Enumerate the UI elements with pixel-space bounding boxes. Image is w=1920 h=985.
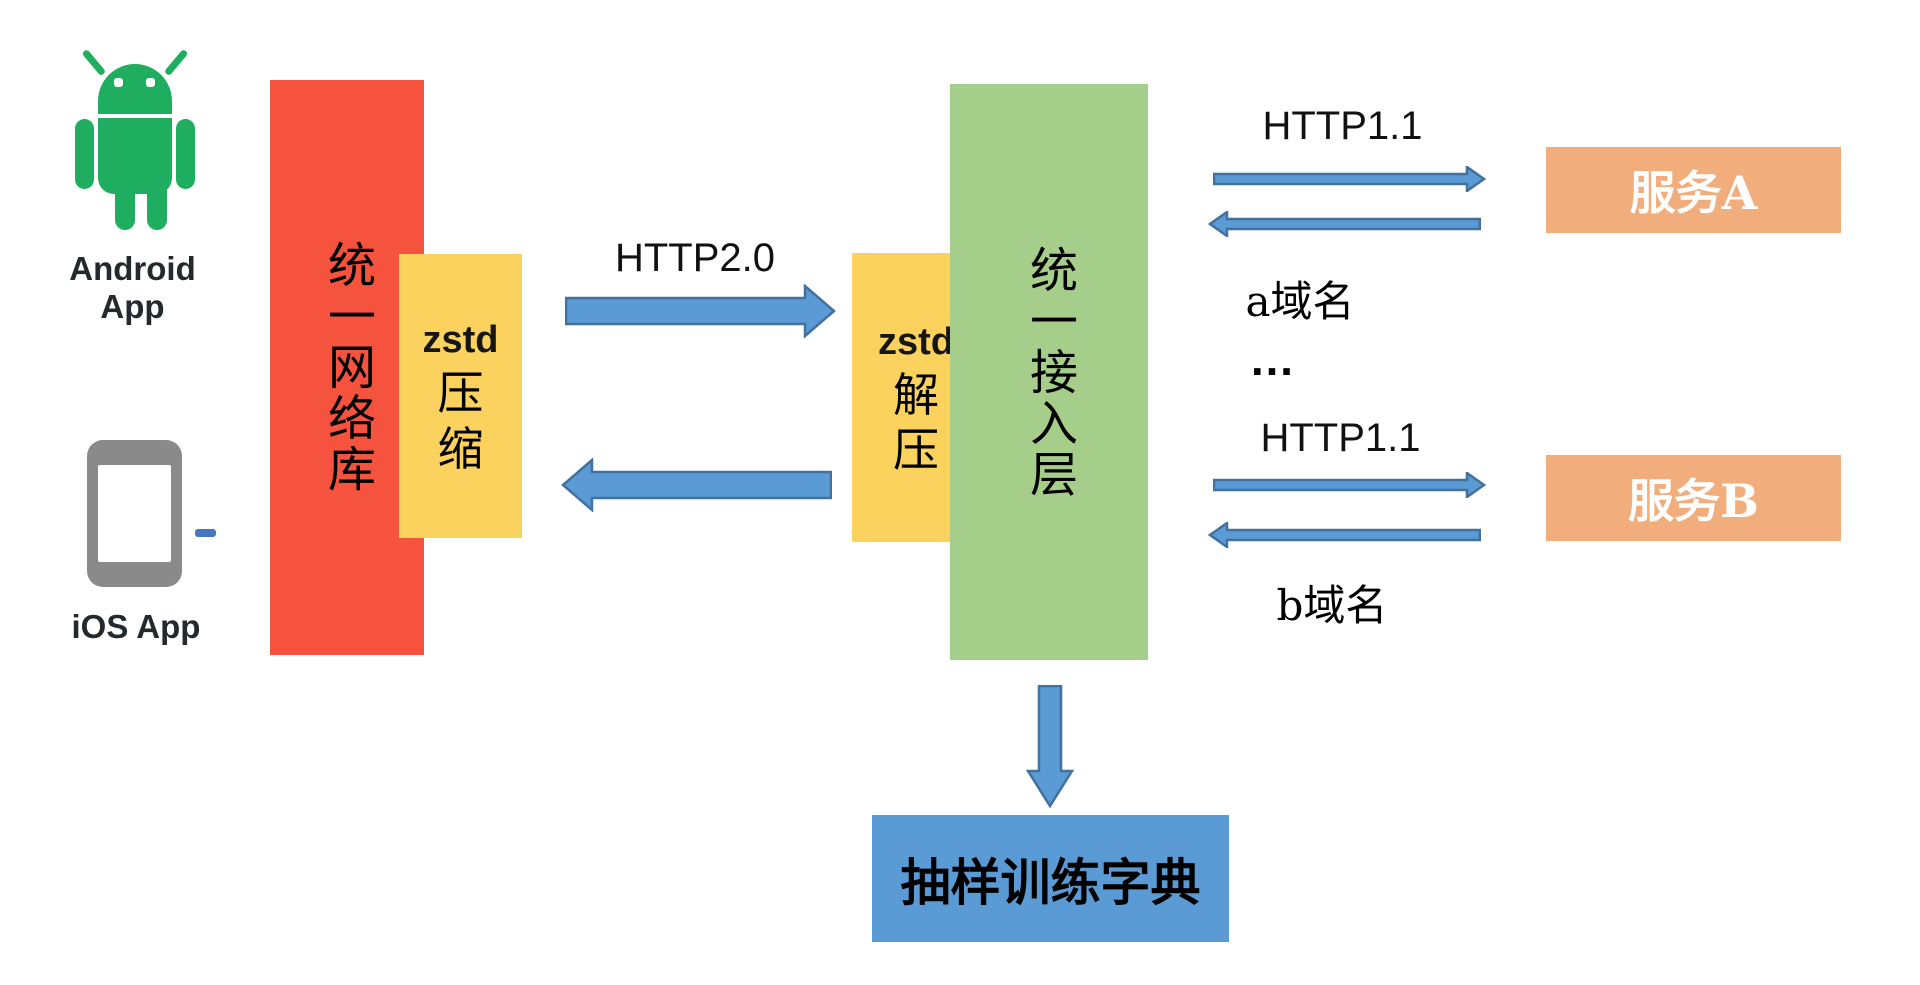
zstd-compress-char2: 缩 [437, 421, 484, 476]
zstd-compress-box: zstd 压 缩 [399, 254, 522, 538]
android-arm-right-icon [176, 119, 195, 189]
unified-access-layer-box: 统一接入层 [950, 84, 1148, 660]
arrow-service-a-request [1213, 166, 1486, 192]
services-ellipsis: … [1249, 333, 1295, 385]
unified-network-library-box: 统一网络库 [270, 80, 424, 655]
dictionary-training-box: 抽样训练字典 [872, 815, 1229, 942]
android-head-icon [98, 64, 172, 114]
arrow-service-b-request [1213, 472, 1486, 498]
http11-service-b-label: HTTP1.1 [1260, 416, 1421, 460]
unified-access-layer-title: 统一接入层 [1021, 244, 1077, 500]
arrow-service-b-response [1208, 522, 1481, 548]
http11-service-a-label: HTTP1.1 [1262, 104, 1423, 148]
android-antenna-left-icon [81, 48, 107, 77]
arrow-http2-response [561, 458, 832, 512]
zstd-compress-name: zstd [422, 319, 499, 362]
arrow-http2-request [565, 284, 836, 338]
arrow-dictionary-sampling [1026, 685, 1074, 808]
ios-phone-icon [87, 440, 182, 587]
service-b-box: 服务B [1546, 455, 1841, 541]
http2-protocol-label: HTTP2.0 [614, 236, 776, 280]
service-a-domain-label: a域名 [1245, 277, 1355, 326]
zstd-decompress-name: zstd [878, 320, 954, 363]
android-eye-right-icon [146, 78, 155, 87]
zstd-compress-char1: 压 [437, 366, 484, 421]
android-eye-left-icon [114, 78, 123, 87]
android-leg-right-icon [147, 190, 167, 230]
zstd-decompress-char2: 压 [893, 423, 939, 477]
ios-app-label: iOS App [71, 608, 201, 645]
unified-network-library-title: 统一网络库 [319, 240, 375, 495]
android-app-label: Android App [69, 250, 196, 325]
ios-dash-icon [195, 529, 216, 537]
service-b-domain-label: b域名 [1276, 581, 1388, 630]
android-body-icon [98, 118, 172, 194]
android-leg-left-icon [115, 190, 135, 230]
android-arm-left-icon [75, 119, 94, 189]
android-antenna-right-icon [163, 48, 189, 77]
arrow-service-a-response [1208, 211, 1481, 237]
zstd-decompress-char1: 解 [893, 367, 939, 422]
service-a-box: 服务A [1546, 147, 1841, 233]
android-icon [70, 48, 200, 232]
ios-phone-screen [98, 465, 171, 562]
